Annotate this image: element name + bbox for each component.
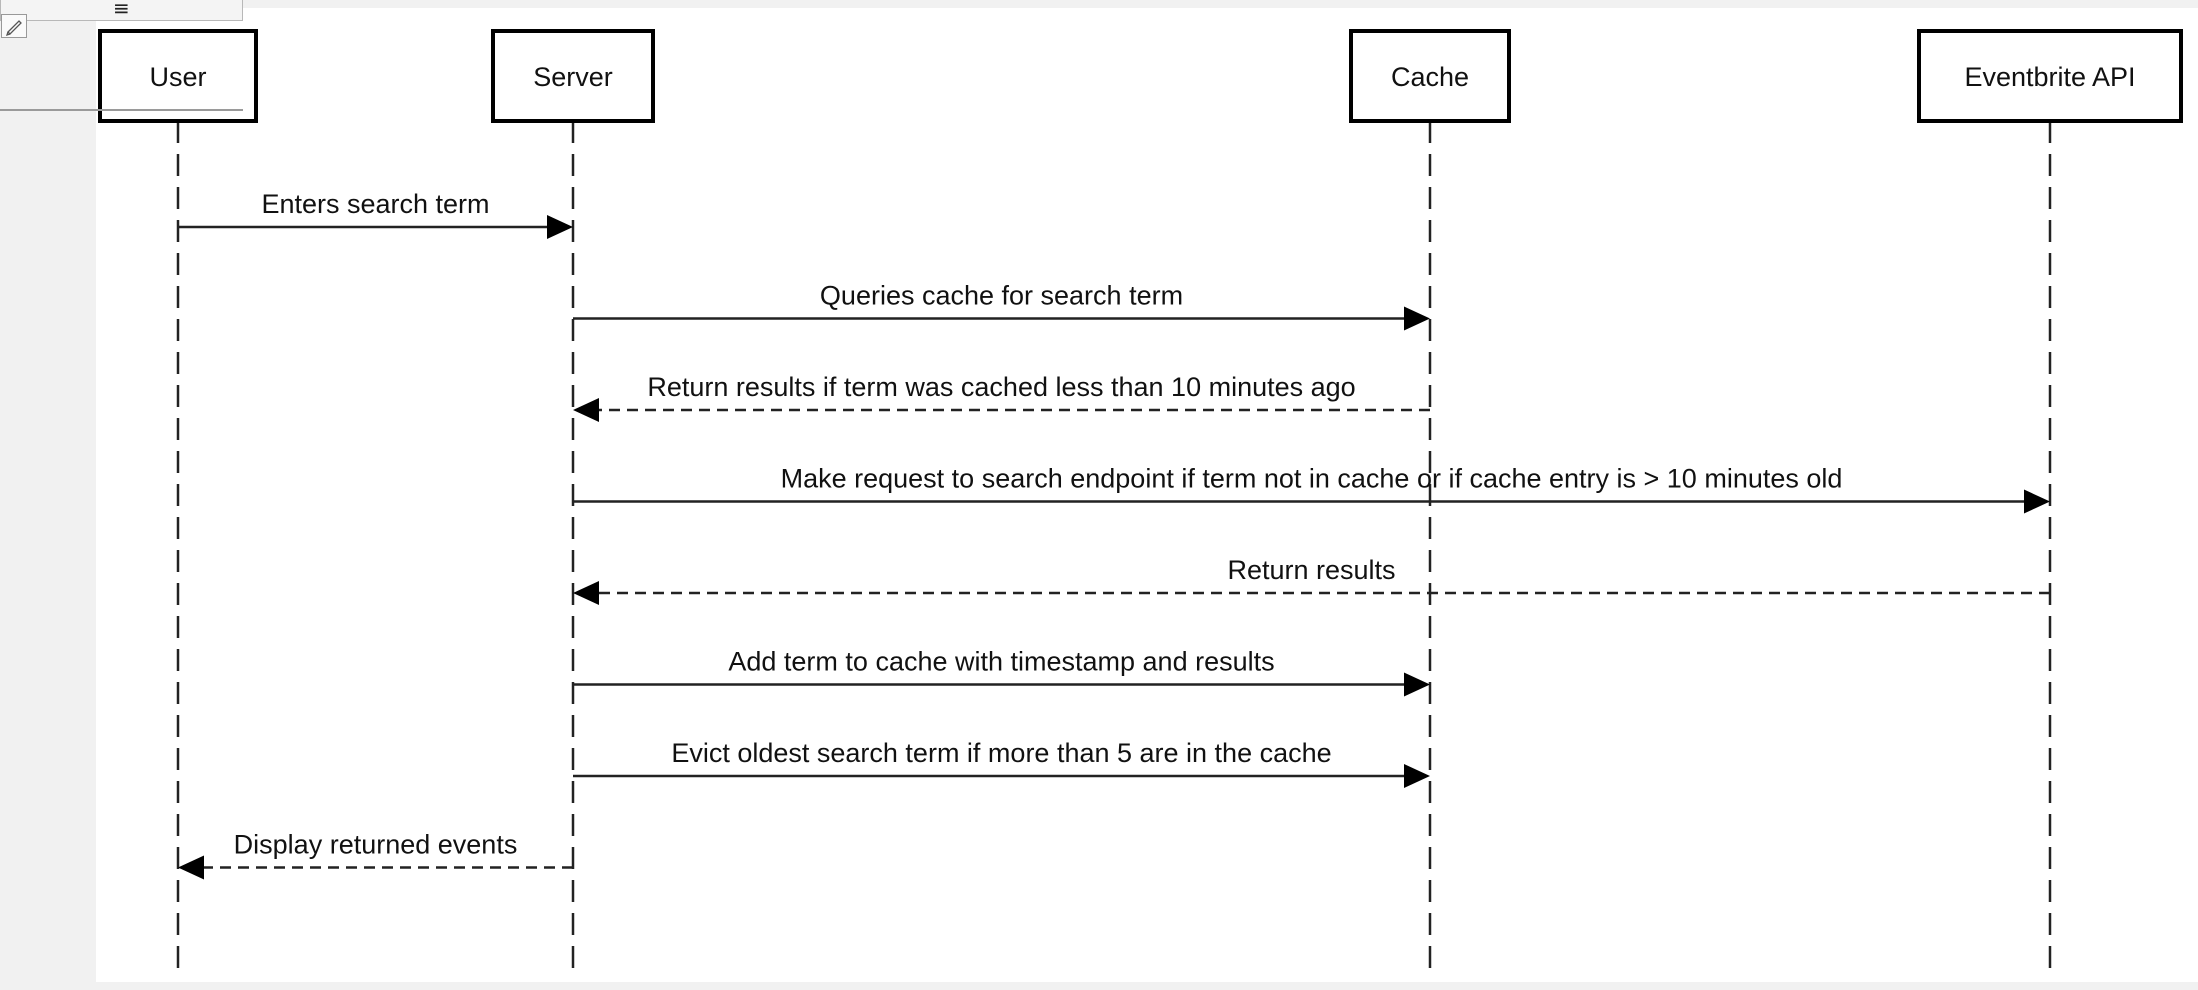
message-2-arrowhead (1404, 306, 1430, 331)
message-8-arrowhead (178, 855, 204, 880)
message-1-label: Enters search term (261, 189, 489, 219)
message-8-label: Display returned events (234, 830, 518, 860)
pencil-edit-icon[interactable] (1, 14, 27, 38)
sequence-diagram: User Server Cache Eventbrite API Enters sear… (98, 29, 2183, 974)
actor-box-cache (1349, 29, 1511, 123)
message-6-arrowhead (1404, 672, 1430, 697)
actor-label-cache: Cache (1391, 62, 1469, 92)
message-3-label: Return results if term was cached less t… (647, 372, 1355, 402)
message-7-label: Evict oldest search term if more than 5 … (671, 738, 1331, 768)
message-4-label: Make request to search endpoint if term … (781, 464, 1843, 494)
message-4-arrowhead (2024, 489, 2050, 514)
toolbar-strip: ≡ (0, 0, 243, 21)
actor-label-server: Server (533, 62, 613, 92)
actor-label-user: User (149, 62, 206, 92)
actor-box-eventbrite-api (1917, 29, 2183, 123)
diagram-canvas: User Server Cache Eventbrite API Enters sear… (96, 8, 2198, 982)
message-7-arrowhead (1404, 764, 1430, 788)
message-2-label: Queries cache for search term (820, 281, 1183, 311)
message-5-arrowhead (573, 581, 599, 605)
message-6-label: Add term to cache with timestamp and res… (728, 647, 1274, 677)
message-1-arrowhead (547, 215, 573, 239)
actor-box-user (98, 29, 258, 123)
actor-label-eventbrite-api: Eventbrite API (1964, 62, 2135, 92)
message-5-label: Return results (1227, 555, 1395, 585)
message-3-arrowhead (573, 398, 599, 422)
actor-box-server (491, 29, 655, 123)
menu-icon[interactable]: ≡ (113, 0, 130, 20)
panel-divider (0, 109, 243, 111)
